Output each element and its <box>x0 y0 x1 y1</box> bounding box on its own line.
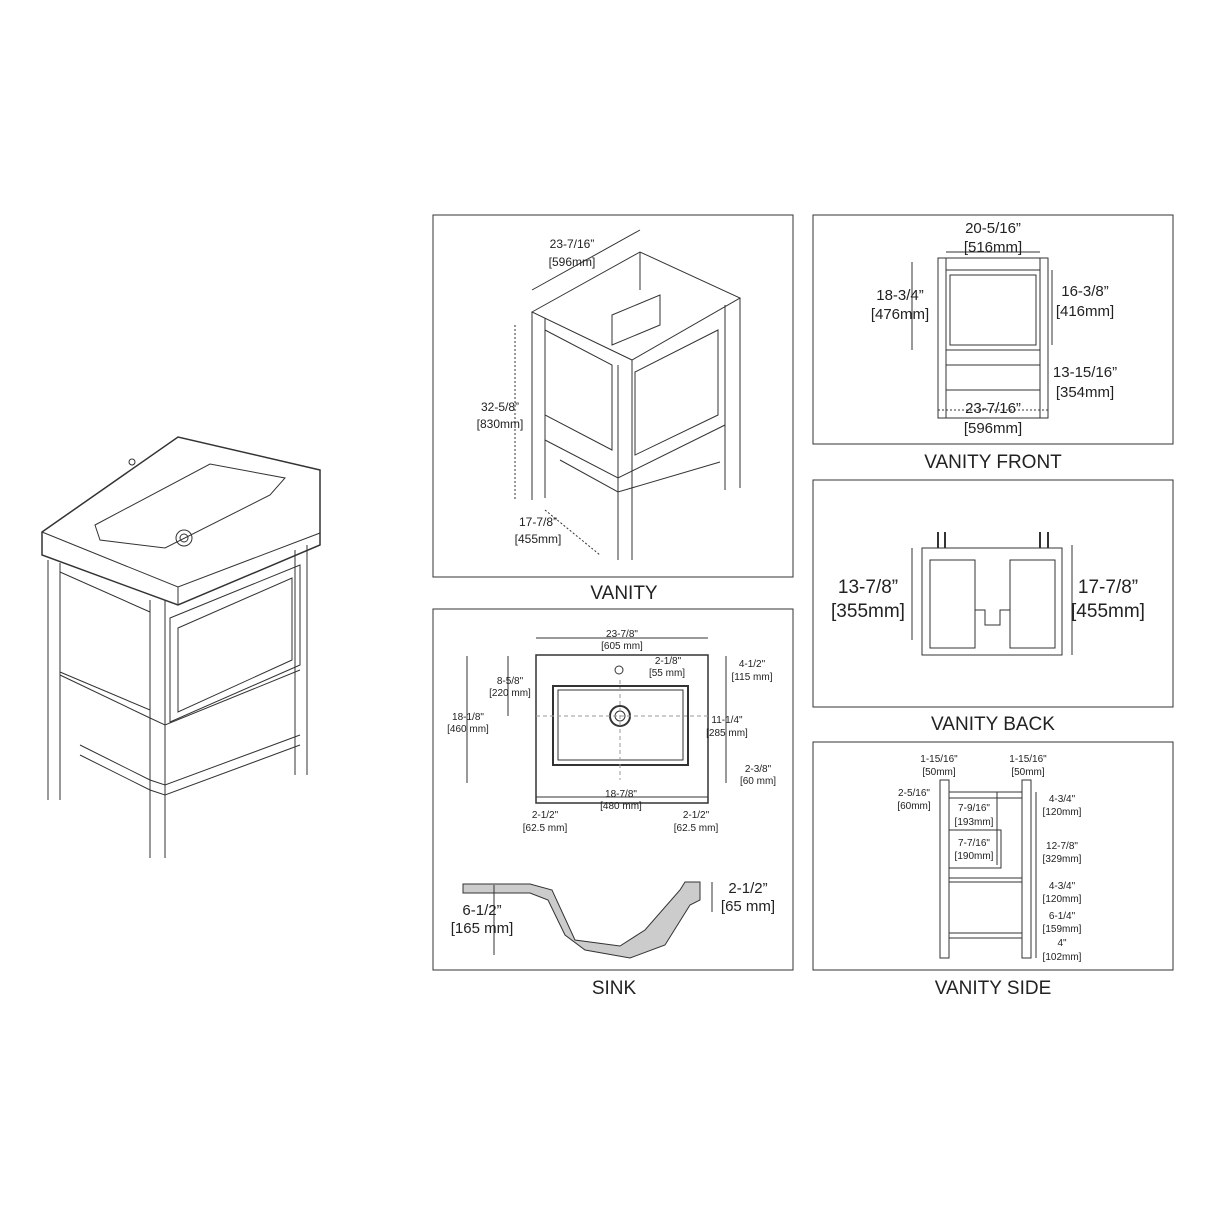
basin-depth-in: 11-1/4" <box>711 715 743 726</box>
sink-width-mm: [605 mm] <box>601 641 643 652</box>
basin-back-in: 4-1/2" <box>739 659 766 670</box>
front-drawer-height-mm: [416mm] <box>1056 303 1114 320</box>
side-drawer-depth-mm: [193mm] <box>955 817 994 828</box>
back-depth-in: 17-7/8” <box>1078 577 1138 598</box>
basin-front-mm: [60 mm] <box>740 776 776 787</box>
vanity-width-mm: [596mm] <box>549 255 596 269</box>
front-top-width-mm: [516mm] <box>964 239 1022 256</box>
sink-width-in: 23-7/8" <box>606 629 638 640</box>
side-shelf-gap-mm: [159mm] <box>1043 924 1082 935</box>
side-drawer-depth-in: 7-9/16" <box>958 803 990 814</box>
faucet-offset-mm: [55 mm] <box>649 668 685 679</box>
vanity-side-drawing <box>939 779 1037 959</box>
vanity-caption: VANITY <box>590 583 658 604</box>
front-height-in: 18-3/4” <box>876 287 924 304</box>
sink-height-mm: [165 mm] <box>451 920 514 937</box>
back-height-mm: [355mm] <box>831 601 905 622</box>
sink-top-view-drawing <box>466 637 727 804</box>
vanity-front-drawing <box>911 251 1053 419</box>
side-foot-mm: [102mm] <box>1043 952 1082 963</box>
vanity-front-panel: 20-5/16” [516mm] 18-3/4” [476mm] 16-3/8”… <box>812 214 1174 473</box>
vanity-width-in: 23-7/16” <box>550 237 595 251</box>
left-margin-in: 2-1/2" <box>532 810 559 821</box>
left-margin-mm: [62.5 mm] <box>523 823 568 834</box>
vanity-depth-mm: [455mm] <box>515 532 562 546</box>
sink-rim-in: 2-1/2” <box>728 880 767 897</box>
side-top-rail-in: 2-5/16" <box>898 788 930 799</box>
vanity-depth-in: 17-7/8” <box>519 515 557 529</box>
side-shelf-gap-in: 6-1/4" <box>1049 911 1076 922</box>
vanity-front-caption: VANITY FRONT <box>924 452 1062 473</box>
vanity-side-caption: VANITY SIDE <box>935 978 1052 999</box>
sink-depth-mm: [460 mm] <box>447 724 489 735</box>
side-foot-in: 4" <box>1057 938 1067 949</box>
vanity-back-drawing <box>911 532 1073 656</box>
drain-offset-mm: [220 mm] <box>489 688 531 699</box>
right-margin-in: 2-1/2" <box>683 810 710 821</box>
back-depth-mm: [455mm] <box>1071 601 1145 622</box>
front-leg-height-mm: [354mm] <box>1056 384 1114 401</box>
basin-front-in: 2-3/8" <box>745 764 772 775</box>
sink-caption: SINK <box>592 978 637 999</box>
vanity-back-caption: VANITY BACK <box>931 714 1055 735</box>
side-back-leg-mm: [50mm] <box>1011 767 1045 778</box>
product-isometric-drawing <box>41 436 321 858</box>
sink-rim-mm: [65 mm] <box>721 898 775 915</box>
basin-width-mm: [480 mm] <box>600 801 642 812</box>
sink-height-in: 6-1/2” <box>462 902 501 919</box>
front-drawer-height-in: 16-3/8” <box>1061 283 1109 300</box>
side-front-leg-in: 1-15/16" <box>920 754 958 765</box>
side-front-leg-mm: [50mm] <box>922 767 956 778</box>
vanity-frame-drawing <box>514 229 742 560</box>
back-height-in: 13-7/8” <box>838 577 898 598</box>
sink-panel: 23-7/8" [605 mm] 2-1/8" [55 mm] 4-1/2" [… <box>432 608 794 999</box>
front-width-in: 23-7/16” <box>965 400 1021 417</box>
side-back-leg-in: 1-15/16" <box>1009 754 1047 765</box>
front-width-mm: [596mm] <box>964 420 1022 437</box>
side-upper-mm: [120mm] <box>1043 807 1082 818</box>
side-cabinet-in: 12-7/8" <box>1046 841 1078 852</box>
basin-back-mm: [115 mm] <box>732 672 773 683</box>
vanity-side-panel: 1-15/16" [50mm] 1-15/16" [50mm] 2-5/16" … <box>812 741 1174 999</box>
front-height-mm: [476mm] <box>871 306 929 323</box>
basin-depth-mm: [285 mm] <box>706 728 748 739</box>
right-margin-mm: [62.5 mm] <box>674 823 719 834</box>
faucet-offset-in: 2-1/8" <box>655 656 682 667</box>
drain-offset-in: 8-5/8" <box>497 676 524 687</box>
side-lower-in: 4-3/4" <box>1049 881 1076 892</box>
front-leg-height-in: 13-15/16” <box>1053 364 1117 381</box>
side-lower-mm: [120mm] <box>1043 894 1082 905</box>
side-cabinet-mm: [329mm] <box>1043 854 1082 865</box>
sink-profile-drawing <box>462 881 713 959</box>
basin-width-in: 18-7/8" <box>605 789 637 800</box>
side-upper-in: 4-3/4" <box>1049 794 1076 805</box>
side-top-rail-mm: [60mm] <box>897 801 931 812</box>
vanity-height-in: 32-5/8” <box>481 400 519 414</box>
sink-depth-in: 18-1/8" <box>452 712 484 723</box>
side-drawer-box-mm: [190mm] <box>955 851 994 862</box>
vanity-panel: 23-7/16” [596mm] 32-5/8” [830mm] 17-7/8”… <box>432 214 794 604</box>
vanity-back-panel: 13-7/8” [355mm] 17-7/8” [455mm] VANITY B… <box>812 479 1174 735</box>
side-drawer-box-in: 7-7/16" <box>958 838 990 849</box>
front-top-width-in: 20-5/16” <box>965 220 1021 237</box>
vanity-height-mm: [830mm] <box>477 417 524 431</box>
